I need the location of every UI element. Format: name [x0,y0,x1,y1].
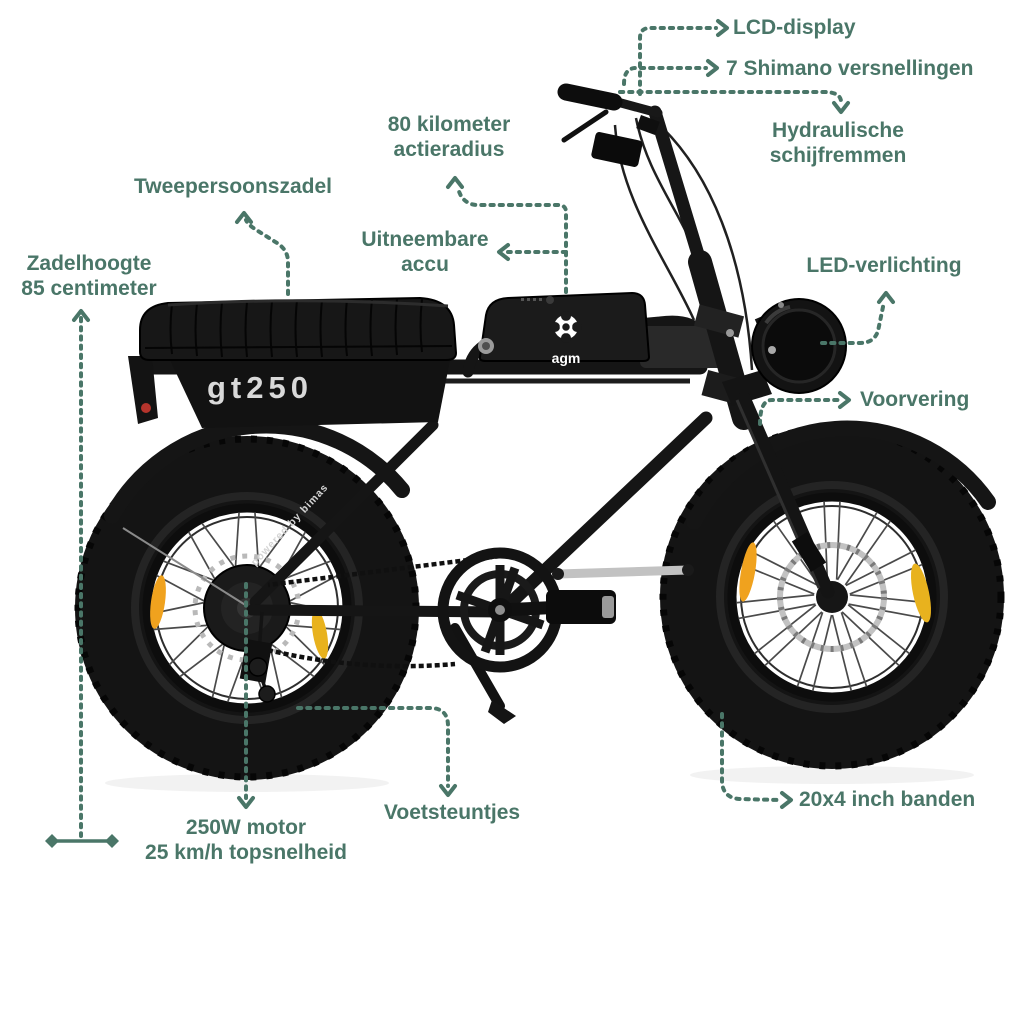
handlebar [557,83,663,167]
callout-line-light [820,300,886,345]
fork-crown [722,370,772,406]
lcd-display-unit [591,132,643,167]
rear-fender-stay [122,527,248,607]
callout-line-brakes [618,90,843,103]
callout-lines [45,19,895,848]
front-brake-caliper [791,531,827,573]
front-spoke-reflector-right [910,563,932,623]
left-grip [557,83,623,111]
chain-top [267,553,501,588]
callout-line-gears [622,66,708,86]
shifter [636,115,660,135]
label-lcd-display: LCD-display [733,16,856,39]
front-wheel-shadow [690,766,974,784]
battery: agm [478,291,730,368]
down-tube [496,411,713,617]
rear-spoke-reflector-right [311,609,329,659]
footrest-bar [553,565,693,579]
label-footrests: Voetsteuntjes [383,801,521,824]
bench-seat [139,296,458,361]
seat-stay [249,419,439,608]
label-front-suspension: Voorvering [860,388,970,411]
battery-logo: agm [550,311,582,366]
label-led-light: LED-verlichting [806,254,962,277]
saddle-assembly: gt250 [128,296,458,428]
front-wheel [659,424,1005,770]
callout-line-lcd [638,26,718,96]
svg-text:agm: agm [552,350,581,366]
drivetrain [239,547,694,724]
label-shimano-gears: 7 Shimano versnellingen [726,57,974,80]
callout-line-range [455,185,568,294]
head-clamp-upper [693,304,745,338]
callout-line-suspension [758,398,840,426]
front-fender [686,420,996,530]
rear-wheel-shadow [105,774,389,792]
controller-box [640,326,730,368]
front-spoke-reflector-left [739,542,757,602]
headlight [751,298,847,394]
rear-spoke-reflector-left [150,575,166,629]
frame-logo: gt250 [207,370,313,405]
side-panel [170,360,450,428]
label-fat-tires: 20x4 inch banden [799,788,976,811]
crankset [437,547,616,673]
pedal [546,590,616,624]
kickstand-foot [488,700,516,724]
seat-pleats [169,298,423,358]
steering-assembly [557,83,847,599]
callout-line-tires [720,712,782,802]
rear-reflector [141,403,151,413]
brake-lever [561,109,609,143]
label-two-person-saddle: Tweepersoonszadel [133,175,333,198]
callout-line-saddle [244,218,290,296]
callout-line-footrests [296,706,450,788]
